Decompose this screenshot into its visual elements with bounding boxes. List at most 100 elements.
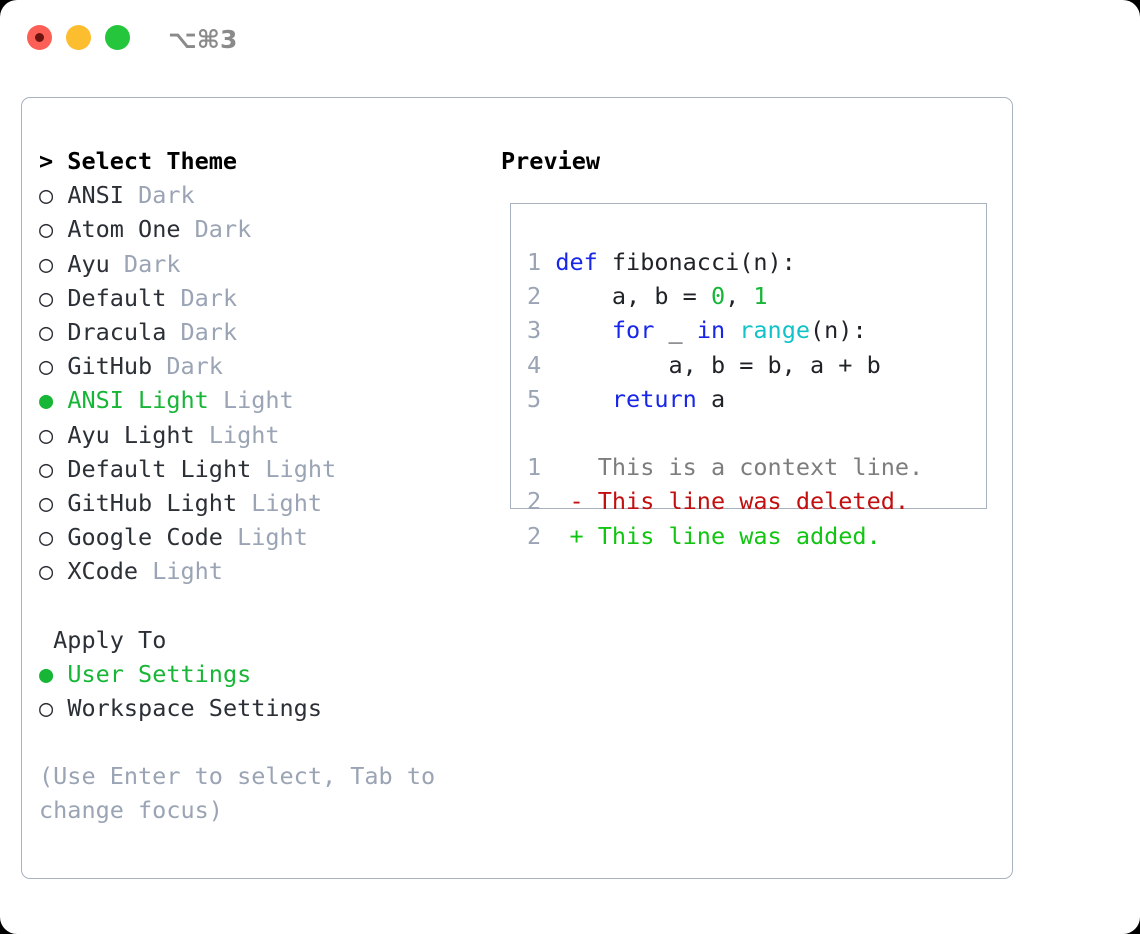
code-line: 1 def fibonacci(n): [527, 245, 978, 279]
radio-icon[interactable]: ○ [39, 557, 54, 586]
apply-to-label: Workspace Settings [67, 694, 322, 723]
diff-sign: - [569, 487, 584, 516]
list-item[interactable]: ○ Google Code Light [39, 520, 489, 554]
code-token: fibonacci(n): [611, 248, 796, 276]
line-number: 2 [527, 282, 542, 311]
list-item[interactable]: ○ ANSI Dark [39, 178, 489, 212]
code-token: a, b = [555, 282, 711, 311]
code-token: in [696, 316, 726, 345]
minimize-button[interactable] [66, 25, 91, 50]
diff-text: This line was deleted. [597, 487, 910, 516]
radio-icon-selected[interactable]: ● [39, 659, 54, 688]
code-token [555, 316, 612, 344]
code-preview: 1 def fibonacci(n): 2 a, b = 0, 1 3 for … [527, 245, 978, 553]
hint-line-2: change focus) [39, 796, 223, 825]
list-item[interactable]: ○ XCode Light [39, 554, 489, 588]
maximize-button[interactable] [105, 25, 130, 50]
spacer [527, 416, 978, 450]
traffic-light-controls [27, 25, 130, 50]
title-bar: ⌥⌘3 [0, 0, 1140, 80]
theme-name: XCode [67, 557, 139, 586]
diff-text: This is a context line. [597, 453, 924, 482]
radio-icon[interactable]: ○ [39, 694, 54, 723]
code-token: return [611, 384, 697, 413]
radio-icon[interactable]: ○ [39, 352, 54, 381]
theme-variant: Light [152, 557, 223, 586]
radio-icon[interactable]: ○ [39, 181, 54, 210]
line-number: 3 [527, 316, 542, 345]
code-token: a, b = b, a + b [555, 350, 881, 379]
radio-icon[interactable]: ○ [39, 215, 54, 244]
apply-to-label: User Settings [67, 659, 252, 688]
radio-icon[interactable]: ○ [39, 420, 54, 449]
line-number: 2 [527, 521, 542, 550]
list-item[interactable]: ○ Ayu Dark [39, 247, 489, 281]
apply-to-item-selected[interactable]: ● User Settings [39, 657, 489, 691]
theme-name: Default [67, 283, 167, 312]
theme-name: Ayu Light [67, 420, 195, 449]
radio-icon[interactable]: ○ [39, 283, 54, 312]
spacer [39, 589, 489, 623]
page-title: > Select Theme [39, 147, 238, 175]
line-number: 1 [527, 248, 542, 276]
theme-name: Ayu [67, 249, 110, 278]
list-item[interactable]: ○ Atom One Dark [39, 212, 489, 246]
list-item[interactable]: ○ Default Light Light [39, 452, 489, 486]
close-button[interactable] [27, 25, 52, 50]
line-number: 2 [527, 487, 542, 516]
code-line: 3 for _ in range(n): [527, 313, 978, 347]
diff-sign: + [569, 521, 584, 550]
theme-name: ANSI [67, 181, 124, 210]
apply-to-item[interactable]: ○ Workspace Settings [39, 691, 489, 725]
main-panel: > Select Theme ○ ANSI Dark ○ Atom One Da… [21, 97, 1013, 879]
spacer [39, 725, 489, 759]
list-item[interactable]: ○ Default Dark [39, 281, 489, 315]
theme-variant: Light [265, 454, 337, 483]
diff-sign [569, 453, 583, 481]
keyboard-hint: (Use Enter to select, Tab to change focu… [39, 759, 489, 827]
code-token: (n): [810, 316, 867, 345]
theme-variant: Dark [180, 318, 238, 347]
theme-name: Atom One [67, 215, 181, 244]
theme-variant: Light [237, 523, 308, 552]
list-item-selected[interactable]: ● ANSI Light Light [39, 383, 489, 417]
theme-variant: Dark [166, 352, 223, 381]
code-line: 4 a, b = b, a + b [527, 348, 978, 382]
theme-variant: Light [208, 420, 280, 449]
apply-to-group: Apply To ● User Settings ○ Workspace Set… [39, 623, 489, 726]
preview-box: 1 def fibonacci(n): 2 a, b = 0, 1 3 for … [510, 203, 987, 550]
theme-name: GitHub [67, 352, 153, 381]
code-token: for [611, 316, 655, 345]
list-item[interactable]: ○ Dracula Dark [39, 315, 489, 349]
radio-icon[interactable]: ○ [39, 318, 54, 347]
list-item[interactable]: ○ GitHub Light Light [39, 486, 489, 520]
code-line: 5 return a [527, 382, 978, 416]
code-token [555, 385, 612, 413]
line-number: 1 [527, 453, 542, 482]
radio-icon[interactable]: ○ [39, 523, 54, 552]
line-number: 4 [527, 350, 542, 379]
code-token: 0 [710, 282, 726, 311]
radio-icon[interactable]: ○ [39, 249, 54, 278]
theme-variant: Dark [180, 283, 238, 312]
radio-icon-selected[interactable]: ● [39, 386, 54, 415]
hint-line-1: (Use Enter to select, Tab to [39, 762, 436, 791]
diff-line-added: 2 + This line was added. [527, 519, 978, 553]
code-token: a [696, 384, 726, 413]
code-token: def [555, 248, 612, 276]
theme-name: GitHub Light [67, 489, 238, 518]
code-token: , [725, 282, 754, 311]
code-token: range [739, 316, 811, 345]
radio-icon[interactable]: ○ [39, 454, 54, 483]
theme-variant: Light [222, 386, 294, 415]
diff-line-deleted: 2 - This line was deleted. [527, 484, 978, 518]
list-item[interactable]: ○ Ayu Light Light [39, 418, 489, 452]
diff-line-context: 1 This is a context line. [527, 450, 978, 484]
theme-selector-column: > Select Theme ○ ANSI Dark ○ Atom One Da… [39, 144, 489, 828]
diff-text: This line was added. [597, 521, 881, 550]
code-line: 2 a, b = 0, 1 [527, 279, 978, 313]
panel-columns: > Select Theme ○ ANSI Dark ○ Atom One Da… [22, 98, 1012, 878]
list-item[interactable]: ○ GitHub Dark [39, 349, 489, 383]
radio-icon[interactable]: ○ [39, 489, 54, 518]
